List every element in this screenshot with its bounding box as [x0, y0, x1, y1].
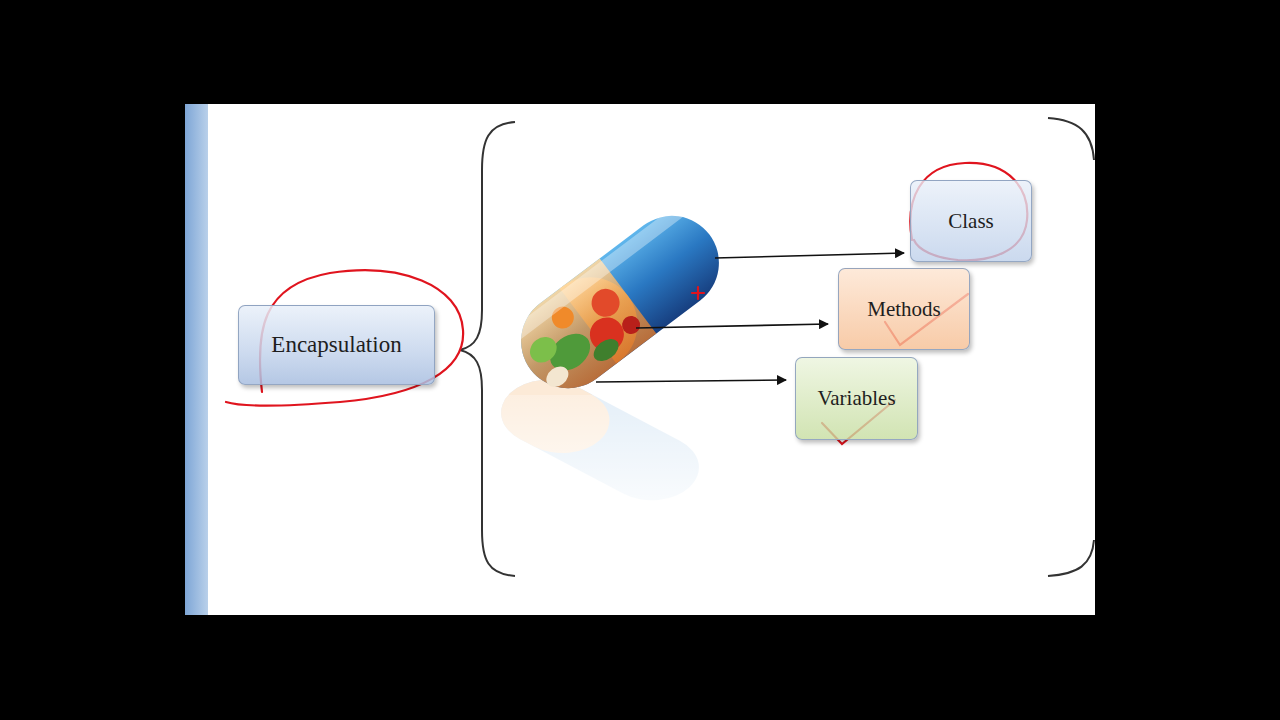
red-annotations: [226, 163, 1027, 444]
box-label: Encapsulation: [271, 332, 401, 358]
slide-background: [185, 104, 1095, 615]
pointer-arrow: [715, 253, 904, 258]
concept-box: Encapsulation: [238, 305, 435, 385]
variables-box: Variables: [795, 357, 918, 440]
box-label: Variables: [817, 386, 895, 411]
slide-side-bar: [185, 104, 208, 615]
box-label: Methods: [867, 297, 941, 322]
reflection-fade: [490, 395, 750, 535]
pointer-arrow: [596, 380, 786, 382]
pointer-arrow: [636, 324, 828, 328]
methods-box: Methods: [838, 268, 970, 350]
class-box: Class: [910, 180, 1032, 262]
capsule-picture: [502, 197, 737, 407]
closing-bracket: [1048, 118, 1094, 576]
box-label: Class: [948, 209, 994, 234]
